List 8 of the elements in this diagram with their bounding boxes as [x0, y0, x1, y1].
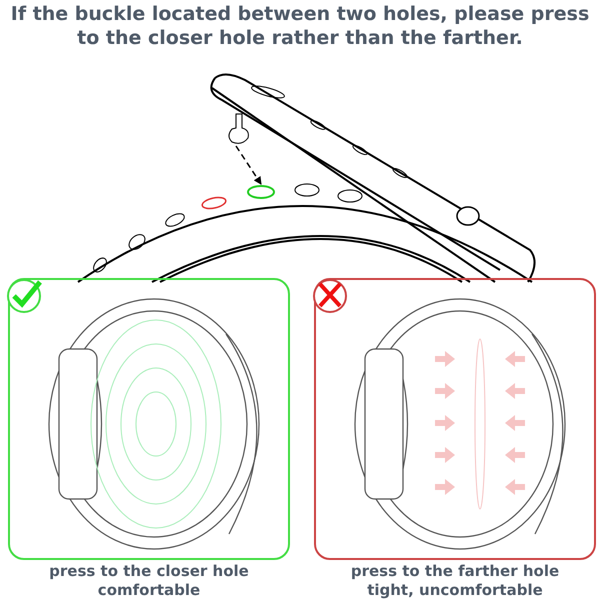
correct-fit-panel [8, 278, 290, 560]
panel-label: comfortable [96, 581, 202, 599]
panel-label: press to the closer hole [48, 562, 250, 580]
arrow [235, 146, 262, 185]
wrong-fit-panel [314, 278, 596, 560]
panel-label: press to the farther hole [350, 562, 560, 580]
title: If the buckle located between two holes, please press to the closer hole rather than the farther. [10, 2, 590, 50]
panel-label: tight, uncomfortable [366, 581, 544, 599]
